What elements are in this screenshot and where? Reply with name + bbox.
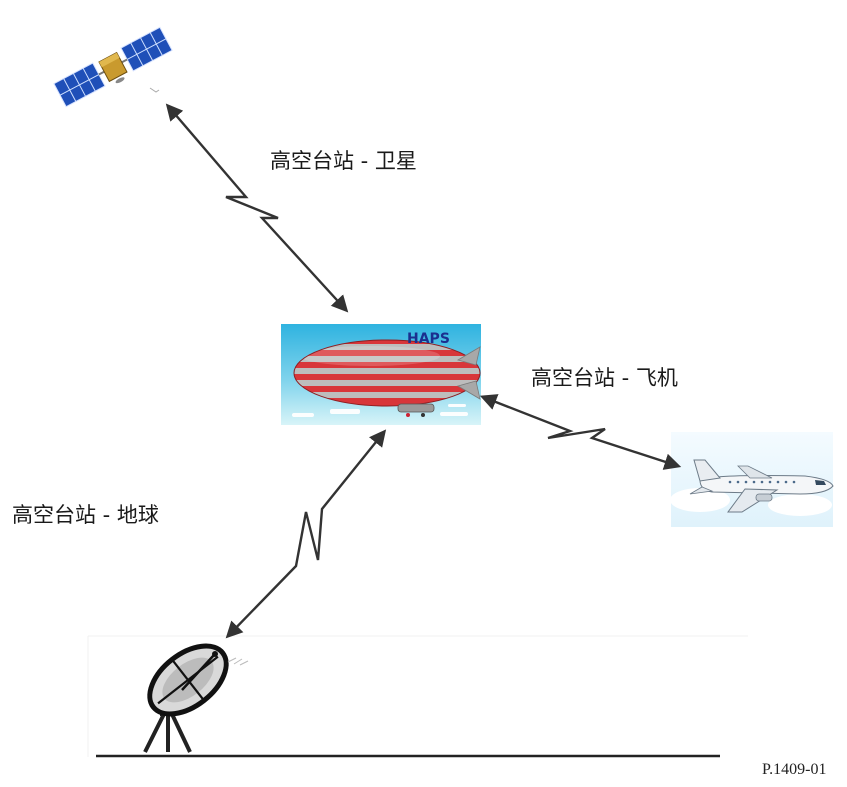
ground [87,635,748,758]
dish-antenna-icon [143,643,249,753]
link-haps-aircraft [479,394,682,470]
label-haps-earth: 高空台站 - 地球 [12,503,159,527]
airplane-icon [670,432,834,527]
airship-icon: HAPS [281,324,481,425]
label-haps-aircraft: 高空台站 - 飞机 [531,366,678,390]
haps-label: HAPS [407,331,450,347]
link-satellite-haps [165,103,349,313]
link-haps-earth [225,429,387,639]
satellite-icon [52,15,173,119]
label-haps-satellite: 高空台站 - 卫星 [270,149,417,173]
figure-id: P.1409-01 [762,761,826,778]
